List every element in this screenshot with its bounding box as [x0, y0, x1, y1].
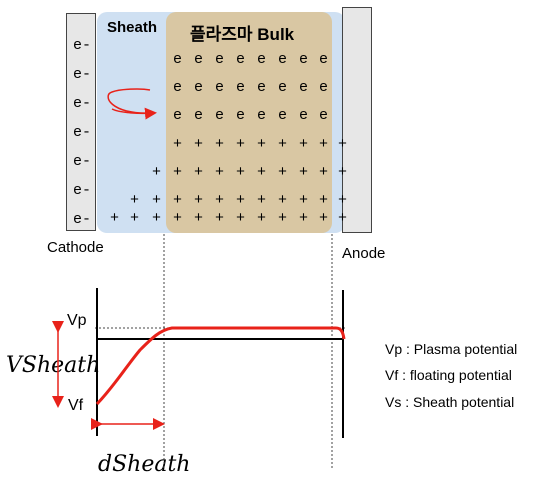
- ion: +: [152, 210, 162, 227]
- ion: +: [278, 164, 288, 181]
- ion: +: [173, 164, 183, 181]
- ion: +: [299, 164, 309, 181]
- ion: +: [299, 136, 309, 153]
- ion: +: [152, 192, 162, 209]
- ion: +: [152, 164, 162, 181]
- ion: +: [319, 164, 329, 181]
- electron: e: [173, 107, 183, 124]
- electron: e: [173, 51, 183, 68]
- ion: +: [278, 210, 288, 227]
- electron: e: [278, 107, 288, 124]
- cathode-electrode: [66, 13, 96, 231]
- vp-label: Vp: [67, 312, 87, 329]
- electron: e: [194, 51, 204, 68]
- ion: +: [194, 164, 204, 181]
- electron: e: [319, 79, 329, 96]
- ion: +: [194, 192, 204, 209]
- ion: +: [173, 210, 183, 227]
- ion: +: [173, 136, 183, 153]
- anode-electrode: [342, 7, 372, 233]
- ion: +: [130, 192, 140, 209]
- electron: e: [319, 51, 329, 68]
- ion: +: [338, 210, 348, 227]
- sheath-label: Sheath: [107, 19, 158, 36]
- cathode-electron: e-: [73, 124, 92, 141]
- electron: e: [257, 79, 267, 96]
- ion: +: [319, 210, 329, 227]
- electron: e: [257, 107, 267, 124]
- legend-vp: Vp : Plasma potential: [385, 341, 518, 357]
- cathode-electron: e-: [73, 153, 92, 170]
- vf-label: Vf: [68, 397, 84, 414]
- cathode-electron: e-: [73, 95, 92, 112]
- ion: +: [236, 192, 246, 209]
- electron: e: [236, 51, 246, 68]
- legend-vf: Vf : floating potential: [385, 367, 512, 383]
- ion: +: [338, 192, 348, 209]
- ion: +: [194, 136, 204, 153]
- cathode-label: Cathode: [47, 239, 104, 256]
- ion: +: [236, 164, 246, 181]
- plasma-bulk-region: [166, 12, 332, 233]
- potential-curve: [95, 326, 346, 406]
- electron: e: [236, 79, 246, 96]
- ion: +: [338, 136, 348, 153]
- electron: e: [215, 51, 225, 68]
- electron: e: [194, 79, 204, 96]
- cathode-electron: e-: [73, 182, 92, 199]
- electron-reflection-arrow: [107, 88, 153, 114]
- electron: e: [299, 79, 309, 96]
- ion: +: [278, 192, 288, 209]
- electron: e: [215, 79, 225, 96]
- ion: +: [319, 192, 329, 209]
- electron: e: [257, 51, 267, 68]
- electron: e: [173, 79, 183, 96]
- electron: e: [278, 51, 288, 68]
- legend-vs: Vs : Sheath potential: [385, 394, 515, 410]
- ion: +: [257, 210, 267, 227]
- dsheath-label: dSheath: [98, 452, 191, 477]
- ion: +: [173, 192, 183, 209]
- ion: +: [299, 192, 309, 209]
- electron: e: [236, 107, 246, 124]
- ion: +: [278, 136, 288, 153]
- ion: +: [319, 136, 329, 153]
- electron: e: [299, 107, 309, 124]
- electron: e: [194, 107, 204, 124]
- ion: +: [299, 210, 309, 227]
- cathode-electron: e-: [73, 211, 92, 228]
- ion: +: [236, 210, 246, 227]
- bulk-label: 플라즈마 Bulk: [190, 25, 295, 44]
- cathode-electron: e-: [73, 66, 92, 83]
- ion: +: [257, 136, 267, 153]
- ion: +: [194, 210, 204, 227]
- ion: +: [110, 210, 120, 227]
- ion: +: [215, 192, 225, 209]
- ion: +: [338, 164, 348, 181]
- ion: +: [257, 164, 267, 181]
- ion: +: [130, 210, 140, 227]
- electron: e: [319, 107, 329, 124]
- cathode-electron: e-: [73, 37, 92, 54]
- anode-label: Anode: [342, 245, 386, 262]
- ion: +: [215, 210, 225, 227]
- ion: +: [257, 192, 267, 209]
- ion: +: [215, 136, 225, 153]
- ion: +: [215, 164, 225, 181]
- electron: e: [215, 107, 225, 124]
- ion: +: [236, 136, 246, 153]
- electron: e: [299, 51, 309, 68]
- electron: e: [278, 79, 288, 96]
